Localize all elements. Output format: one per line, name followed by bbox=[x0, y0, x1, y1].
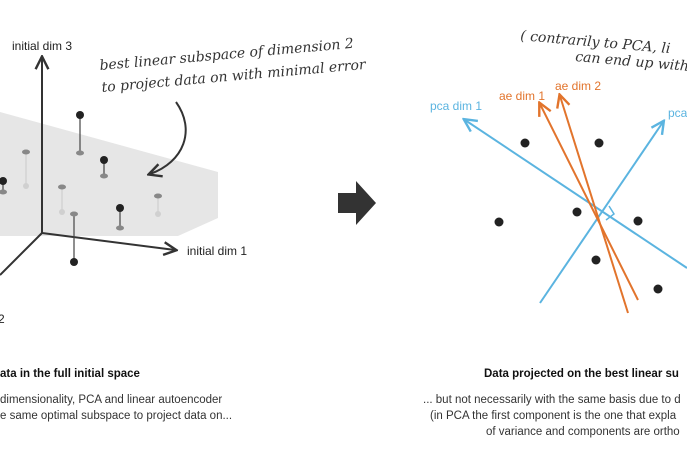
ae-dim2-axis bbox=[560, 96, 629, 314]
data-point bbox=[100, 156, 108, 164]
data-points-right bbox=[494, 138, 663, 294]
data-point bbox=[70, 258, 78, 266]
axis-dim1 bbox=[41, 232, 175, 250]
axis-label-dim1: initial dim 1 bbox=[187, 244, 247, 258]
projected-point bbox=[22, 149, 30, 155]
projected-point bbox=[154, 193, 162, 199]
axis-dim2 bbox=[0, 232, 43, 276]
faint-points-left bbox=[23, 183, 161, 217]
data-point bbox=[76, 111, 84, 119]
data-point bbox=[591, 255, 601, 265]
data-point bbox=[653, 284, 663, 294]
left-caption-title: ata in the full initial space bbox=[0, 368, 140, 380]
pca-dim2-label: pca bbox=[668, 106, 687, 120]
projected-point bbox=[70, 211, 78, 217]
data-point bbox=[0, 177, 7, 185]
right-annotation-line2: can end up with bbox=[575, 49, 687, 75]
projected-point bbox=[76, 150, 84, 156]
right-caption-line3: of variance and components are ortho bbox=[486, 426, 680, 438]
right-caption-line2: (in PCA the first component is the one t… bbox=[430, 410, 677, 422]
ae-dim1-axis bbox=[540, 104, 639, 301]
projected-point bbox=[100, 173, 108, 179]
data-point bbox=[594, 138, 604, 148]
subspace-plane bbox=[0, 112, 218, 236]
projected-point bbox=[58, 184, 66, 190]
pca-dim1-label: pca dim 1 bbox=[430, 99, 482, 113]
left-panel: initial dim 3 initial dim 1 2 bbox=[0, 36, 368, 422]
ae-dim2-label: ae dim 2 bbox=[555, 79, 601, 93]
right-angle-mark bbox=[605, 205, 616, 221]
data-point bbox=[572, 207, 582, 217]
projected-point bbox=[0, 189, 7, 195]
data-point bbox=[633, 216, 643, 226]
projected-points-left bbox=[0, 149, 162, 231]
annotation-arrow bbox=[150, 101, 187, 174]
axis-label-dim2: 2 bbox=[0, 312, 5, 326]
data-point bbox=[520, 138, 530, 148]
right-panel: ( contrarily to PCA, li can end up with … bbox=[423, 28, 687, 438]
pca-dim2-axis bbox=[539, 122, 663, 304]
pca-dim1-axis bbox=[465, 120, 687, 269]
left-caption-line2: e same optimal subspace to project data … bbox=[0, 410, 232, 422]
projected-point bbox=[116, 225, 124, 231]
data-point bbox=[494, 217, 504, 227]
left-caption-line1: dimensionality, PCA and linear autoencod… bbox=[0, 394, 222, 406]
right-caption-line1: ... but not necessarily with the same ba… bbox=[423, 394, 681, 406]
ae-dim1-label: ae dim 1 bbox=[499, 89, 545, 103]
data-point bbox=[116, 204, 124, 212]
right-caption-title: Data projected on the best linear su bbox=[484, 368, 679, 380]
data-points-left bbox=[0, 111, 124, 266]
axis-label-dim3: initial dim 3 bbox=[12, 39, 72, 53]
transition-arrow-icon bbox=[338, 181, 376, 225]
